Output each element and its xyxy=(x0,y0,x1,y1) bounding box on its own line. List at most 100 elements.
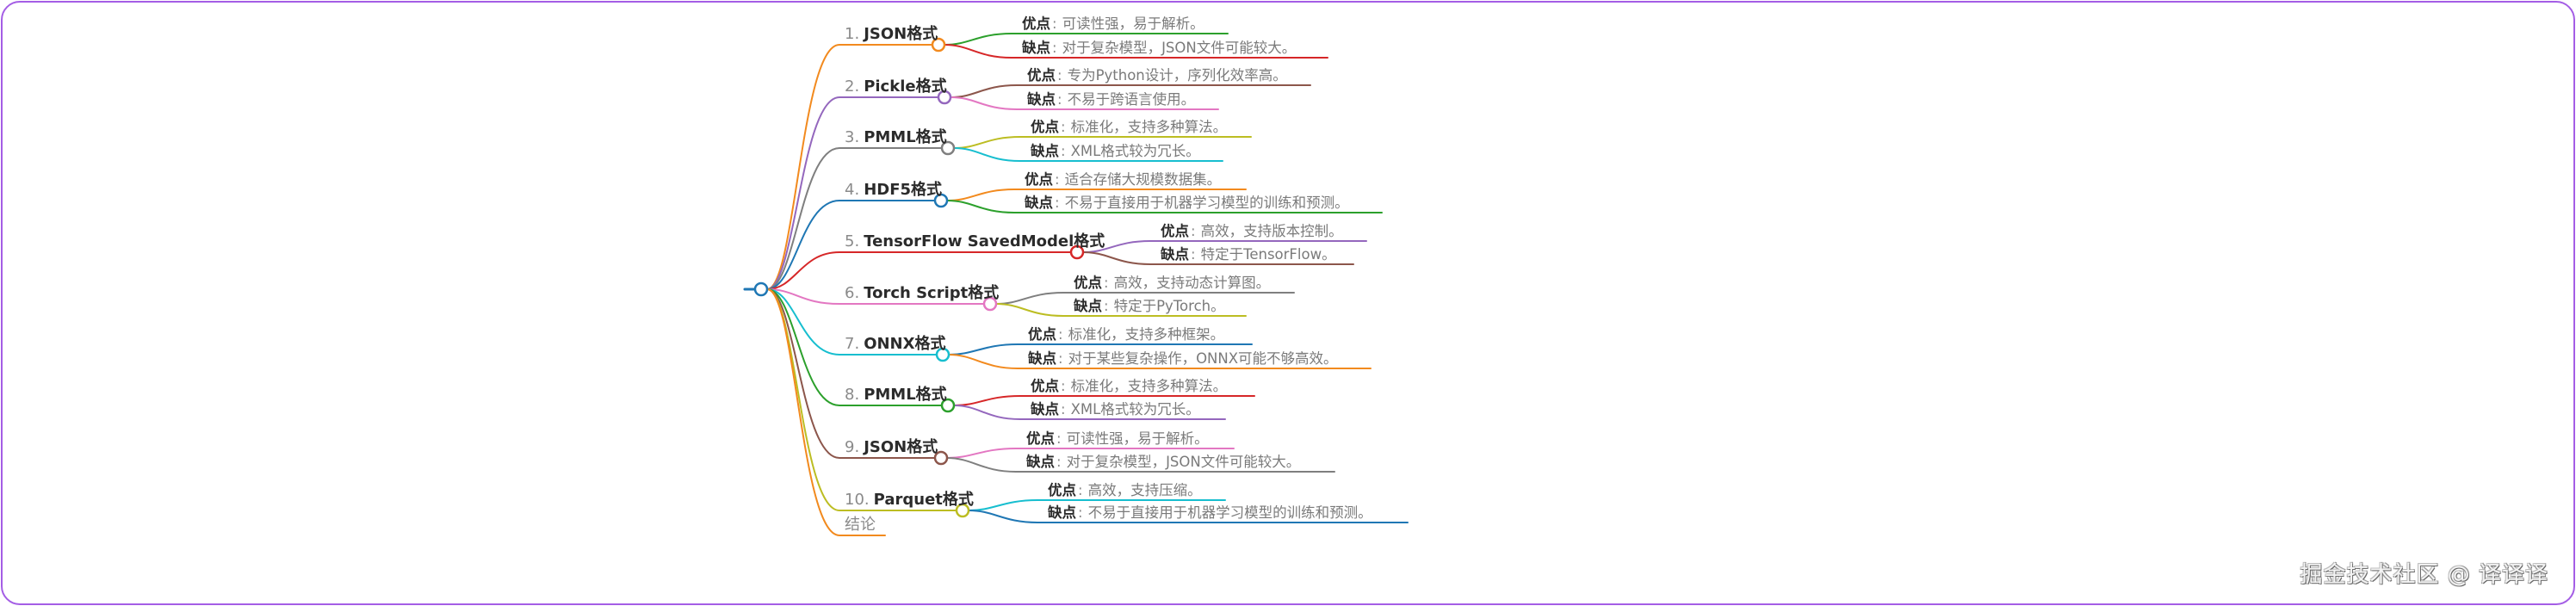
topic-collapse-toggle[interactable] xyxy=(955,503,970,518)
leaf-key: 优点 xyxy=(1028,326,1056,343)
leaf-separator: : xyxy=(1061,378,1066,394)
leaf-value: 对于某些复杂操作，ONNX可能不够高效。 xyxy=(1068,350,1338,367)
leaf-key: 缺点 xyxy=(1074,298,1102,314)
topic-label: Torch Script格式 xyxy=(864,284,1000,302)
topic-collapse-toggle[interactable] xyxy=(933,450,949,466)
cons-node[interactable]: 缺点:对于复杂模型，JSON文件可能较大。 xyxy=(1026,454,1300,471)
topic-node[interactable]: 1.JSON格式 xyxy=(845,25,938,44)
pros-node[interactable]: 优点:专为Python设计，序列化效率高。 xyxy=(1027,67,1287,84)
leaf-connector xyxy=(948,354,1372,369)
leaf-connector xyxy=(953,405,1226,420)
leaf-key: 缺点 xyxy=(1161,246,1189,263)
leaf-separator: : xyxy=(1058,350,1063,367)
topic-node[interactable]: 2.Pickle格式 xyxy=(845,77,947,96)
topic-number: 5. xyxy=(845,232,860,250)
cons-node[interactable]: 缺点:不易于直接用于机器学习模型的训练和预测。 xyxy=(1025,195,1349,212)
leaf-value: 高效，支持压缩。 xyxy=(1087,482,1202,498)
pros-node[interactable]: 优点:标准化，支持多种算法。 xyxy=(1031,378,1227,395)
leaf-connector xyxy=(1082,240,1367,253)
leaf-key: 优点 xyxy=(1025,171,1053,188)
leaf-value: 标准化，支持多种算法。 xyxy=(1070,119,1228,135)
leaf-connector xyxy=(946,189,1247,201)
leaf-key: 缺点 xyxy=(1028,350,1056,367)
leaf-connector xyxy=(946,200,1383,213)
cons-node[interactable]: 缺点:特定于PyTorch。 xyxy=(1074,298,1225,315)
topic-collapse-toggle[interactable] xyxy=(933,193,949,208)
leaf-key: 优点 xyxy=(1161,223,1189,239)
topic-collapse-toggle[interactable] xyxy=(940,140,956,156)
topic-node[interactable]: 3.PMML格式 xyxy=(845,128,947,147)
leaf-connector xyxy=(946,457,1335,473)
leaf-value: 标准化，支持多种算法。 xyxy=(1070,378,1228,394)
topic-label: Pickle格式 xyxy=(864,77,947,96)
leaf-value: XML格式较为冗长。 xyxy=(1070,401,1200,417)
leaf-separator: : xyxy=(1056,430,1062,447)
leaf-key: 优点 xyxy=(1031,119,1059,135)
pros-node[interactable]: 优点:标准化，支持多种框架。 xyxy=(1028,326,1224,343)
leaf-separator: : xyxy=(1057,91,1062,108)
cons-node[interactable]: 缺点:XML格式较为冗长。 xyxy=(1031,143,1200,160)
topic-node[interactable]: 4.HDF5格式 xyxy=(845,181,942,200)
leaf-separator: : xyxy=(1061,119,1066,135)
topic-collapse-toggle[interactable] xyxy=(937,90,952,105)
cons-node[interactable]: 缺点:XML格式较为冗长。 xyxy=(1031,401,1200,418)
branch-connector xyxy=(766,288,936,459)
leaf-value: 可读性强，易于解析。 xyxy=(1062,15,1204,32)
leaf-separator: : xyxy=(1061,143,1066,159)
leaf-value: 不易于直接用于机器学习模型的训练和预测。 xyxy=(1064,195,1349,211)
leaf-connector xyxy=(968,510,1409,523)
pros-node[interactable]: 优点:高效，支持动态计算图。 xyxy=(1074,275,1270,292)
pros-node[interactable]: 优点:可读性强，易于解析。 xyxy=(1022,15,1204,33)
leaf-key: 优点 xyxy=(1048,482,1076,498)
leaf-connector xyxy=(948,343,1253,356)
topic-node[interactable]: 6.Torch Script格式 xyxy=(845,284,999,303)
leaf-key: 优点 xyxy=(1026,430,1055,447)
topic-node[interactable]: 结论 xyxy=(845,516,876,535)
leaf-key: 缺点 xyxy=(1031,143,1059,159)
cons-node[interactable]: 缺点:不易于跨语言使用。 xyxy=(1027,91,1195,108)
leaf-value: 特定于TensorFlow。 xyxy=(1200,246,1336,263)
topic-collapse-toggle[interactable] xyxy=(935,347,951,362)
topic-node[interactable]: 5.TensorFlow SavedModel格式 xyxy=(845,232,1105,251)
leaf-value: 高效，支持版本控制。 xyxy=(1200,223,1343,239)
leaf-value: 可读性强，易于解析。 xyxy=(1066,430,1209,447)
topic-collapse-toggle[interactable] xyxy=(982,296,998,312)
topic-collapse-toggle[interactable] xyxy=(940,398,956,413)
pros-node[interactable]: 优点:高效，支持版本控制。 xyxy=(1161,223,1343,240)
leaf-separator: : xyxy=(1055,195,1060,211)
cons-node[interactable]: 缺点:不易于直接用于机器学习模型的训练和预测。 xyxy=(1048,504,1372,522)
topic-node[interactable]: 10.Parquet格式 xyxy=(845,491,974,510)
cons-node[interactable]: 缺点:对于复杂模型，JSON文件可能较大。 xyxy=(1022,40,1296,57)
topic-number: 8. xyxy=(845,386,860,404)
cons-node[interactable]: 缺点: 对于某些复杂操作，ONNX可能不够高效。 xyxy=(1028,350,1338,368)
leaf-separator: : xyxy=(1057,67,1062,83)
topic-node[interactable]: 7.ONNX格式 xyxy=(845,335,946,354)
topic-collapse-toggle[interactable] xyxy=(1069,244,1085,260)
leaf-separator: : xyxy=(1191,246,1196,263)
branch-connector xyxy=(766,288,886,536)
leaf-connector xyxy=(944,33,1229,46)
leaf-connector xyxy=(950,84,1311,98)
pros-node[interactable]: 优点:高效，支持压缩。 xyxy=(1048,482,1202,499)
cons-node[interactable]: 缺点:特定于TensorFlow。 xyxy=(1161,246,1336,263)
leaf-separator: : xyxy=(1052,15,1057,32)
leaf-separator: : xyxy=(1052,40,1057,56)
leaf-key: 缺点 xyxy=(1048,504,1076,521)
leaf-connector xyxy=(953,395,1255,406)
leaf-key: 缺点 xyxy=(1031,401,1059,417)
topic-collapse-toggle[interactable] xyxy=(931,37,946,53)
root-node[interactable] xyxy=(753,281,769,297)
leaf-separator: : xyxy=(1058,326,1063,343)
topic-node[interactable]: 8.PMML格式 xyxy=(845,386,947,405)
topic-label: JSON格式 xyxy=(864,438,938,456)
topic-node[interactable]: 9.JSON格式 xyxy=(845,438,938,457)
pros-node[interactable]: 优点:可读性强，易于解析。 xyxy=(1026,430,1209,448)
topic-number: 1. xyxy=(845,25,860,43)
leaf-separator: : xyxy=(1078,504,1083,521)
leaf-separator: : xyxy=(1104,298,1109,314)
pros-node[interactable]: 优点:适合存储大规模数据集。 xyxy=(1025,171,1221,189)
topic-label: HDF5格式 xyxy=(864,181,943,199)
pros-node[interactable]: 优点:标准化，支持多种算法。 xyxy=(1031,119,1227,136)
topic-label: Parquet格式 xyxy=(873,491,974,509)
leaf-connector xyxy=(950,96,1219,110)
